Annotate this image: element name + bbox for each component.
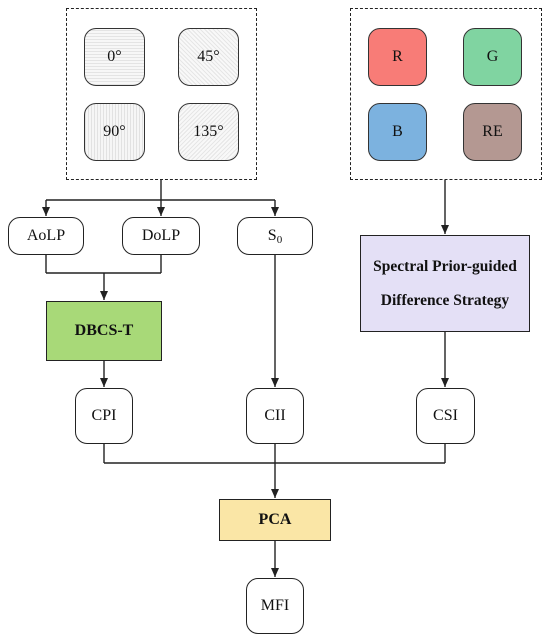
angle-label-45: 45°: [197, 48, 220, 65]
spectral-strategy-line2: Difference Strategy: [380, 291, 510, 309]
band-label-g: G: [486, 48, 499, 65]
band-b-tile: B: [368, 103, 427, 161]
dbcs-node: DBCS-T: [46, 301, 162, 361]
band-label-r: R: [392, 48, 403, 65]
aolp-label: AoLP: [26, 227, 66, 244]
band-g-tile: G: [463, 28, 522, 86]
band-r-tile: R: [368, 28, 427, 86]
polarization-90-tile: 90°: [84, 103, 145, 161]
dbcs-label: DBCS-T: [74, 322, 134, 339]
csi-node: CSI: [416, 388, 475, 444]
band-label-re: RE: [482, 123, 503, 140]
s0-subscript: 0: [276, 233, 283, 246]
pca-label: PCA: [258, 511, 292, 528]
cpi-node: CPI: [75, 388, 133, 444]
csi-label: CSI: [433, 407, 458, 424]
cii-node: CII: [246, 388, 304, 444]
angle-label-135: 135°: [193, 123, 224, 140]
polarization-45-tile: 45°: [178, 28, 239, 86]
angle-label-0: 0°: [107, 48, 122, 65]
polarization-135-tile: 135°: [178, 103, 239, 161]
s0-base: S: [267, 226, 277, 244]
mfi-node: MFI: [246, 578, 304, 634]
angle-label-90: 90°: [103, 123, 126, 140]
pca-node: PCA: [219, 499, 331, 541]
aolp-node: AoLP: [8, 217, 84, 255]
polarization-0-tile: 0°: [84, 28, 145, 86]
band-re-tile: RE: [463, 103, 522, 161]
dolp-label: DoLP: [141, 227, 181, 244]
spectral-strategy-node: Spectral Prior-guided Difference Strateg…: [360, 235, 530, 332]
spectral-group: [350, 8, 542, 180]
band-label-b: B: [392, 123, 403, 140]
s0-label: S0: [268, 227, 282, 246]
spectral-strategy-line1: Spectral Prior-guided: [373, 257, 517, 275]
s0-node: S0: [237, 217, 313, 255]
dolp-node: DoLP: [122, 217, 200, 255]
polarization-group: [66, 8, 257, 180]
mfi-label: MFI: [260, 597, 290, 614]
cpi-label: CPI: [91, 407, 117, 424]
cii-label: CII: [264, 407, 286, 424]
